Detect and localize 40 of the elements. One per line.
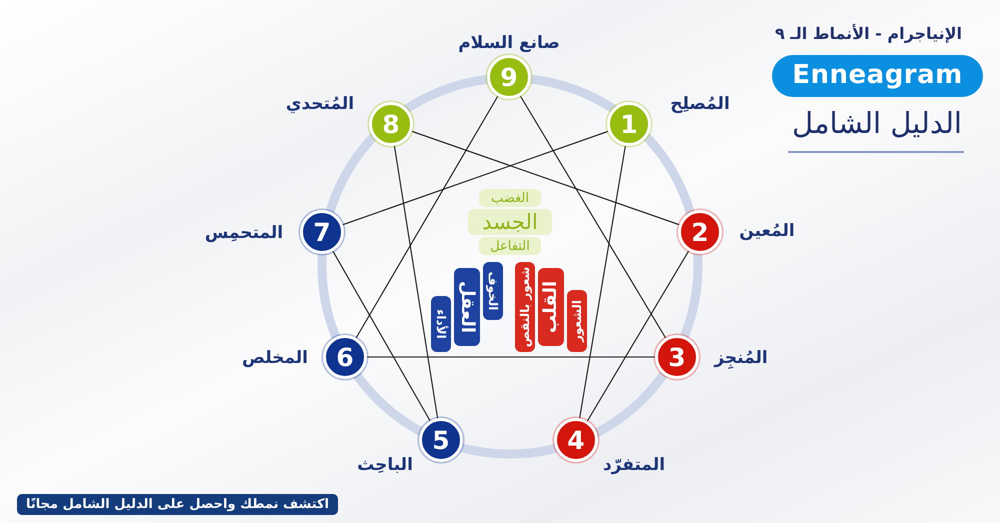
connector-line [579,146,626,418]
number-circle: 3 [655,335,699,379]
heading-text: الدليل الشامل [792,106,962,141]
center-tag: الخوف [483,262,503,320]
center-tag: شعور بالنقص [515,262,535,352]
title-pill: Enneagram [772,55,983,97]
number-circle: 2 [678,210,722,254]
connector-line [412,130,680,226]
type-name: المخلص [242,348,308,368]
center-tag: الشعور [567,290,587,352]
center-tag: التفاعل [479,237,541,255]
number-circle: 7 [300,210,344,254]
connector-line [520,96,666,338]
number-circle: 6 [323,335,367,379]
type-name: المُعين [739,220,795,242]
center-tag: الأداء [431,296,451,352]
type-name: المتحمِس [204,222,284,244]
center-tag: الغضب [479,189,541,207]
type-name: الباحِث [357,454,413,476]
title-text: الإنياجرام - الأنماط الـ ٩ [774,24,962,44]
center-tag: الجسد [468,209,552,235]
center-tag: العقل [454,268,480,346]
number-circle: 9 [487,55,531,99]
number-circle: 5 [419,418,463,462]
type-name: المتفرّد [602,454,666,476]
cta-banner: اكتشف نمطك واحصل على الدليل الشامل مجانًا [17,494,338,515]
center-tag: القلب [538,268,564,346]
connector-line [394,146,438,418]
number-circle: 4 [554,418,598,462]
connector-line [356,96,498,338]
connector-line [586,250,690,422]
type-name: المُصلِح [670,94,730,114]
connector-line [332,250,431,422]
type-name: صانع السلام [458,32,560,54]
number-circle: 8 [369,102,413,146]
connector-line [342,130,608,226]
connector-line [367,356,655,358]
type-name: المُتحدي [286,94,354,114]
number-circle: 1 [607,102,651,146]
type-name: المُنجِز [714,348,768,368]
